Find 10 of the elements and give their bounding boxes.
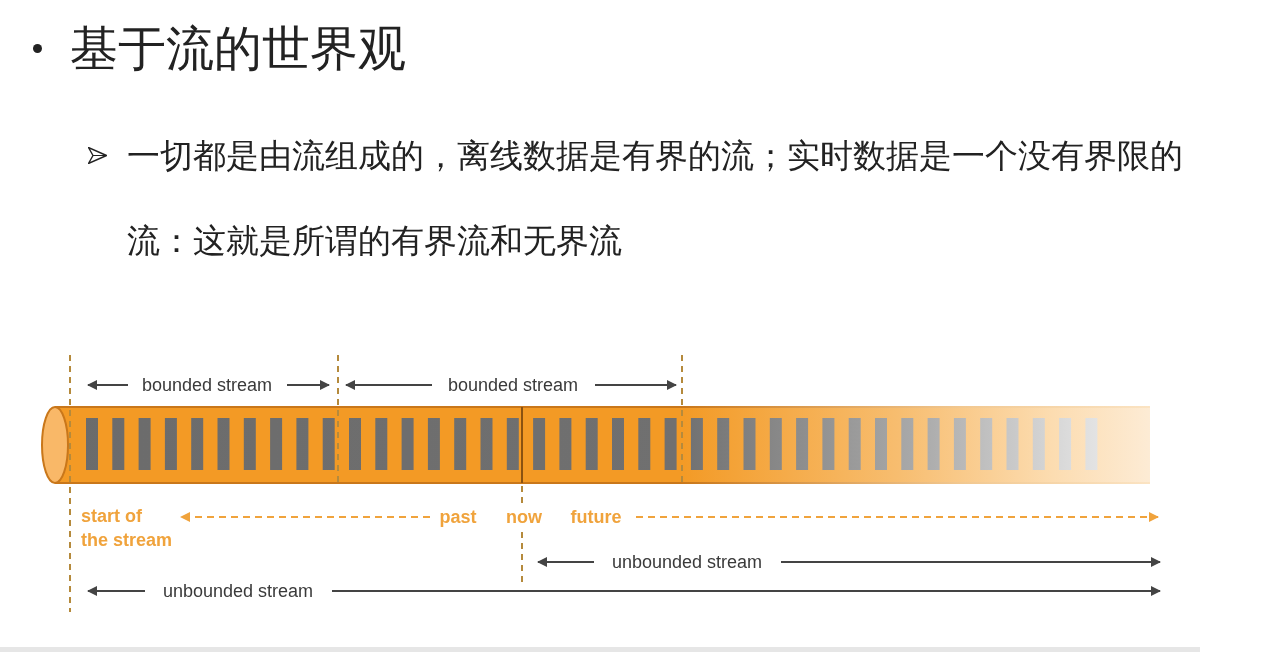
dimension-label: bounded stream	[448, 375, 579, 395]
timeline-label: now	[506, 506, 542, 529]
bullet-text: 一切都是由流组成的，离线数据是有界的流；实时数据是一个没有界限的流：这就是所谓的有界流和无界流	[127, 135, 1184, 262]
timeline-label: start of the stream	[81, 505, 173, 552]
timeline-label: future	[570, 506, 622, 529]
timeline-label: past	[439, 506, 477, 529]
dimension-label: bounded stream	[142, 375, 273, 395]
dimension-label: unbounded stream	[612, 552, 763, 572]
slide-title: 基于流的世界观	[70, 19, 406, 78]
dimension-label: unbounded stream	[163, 581, 314, 601]
